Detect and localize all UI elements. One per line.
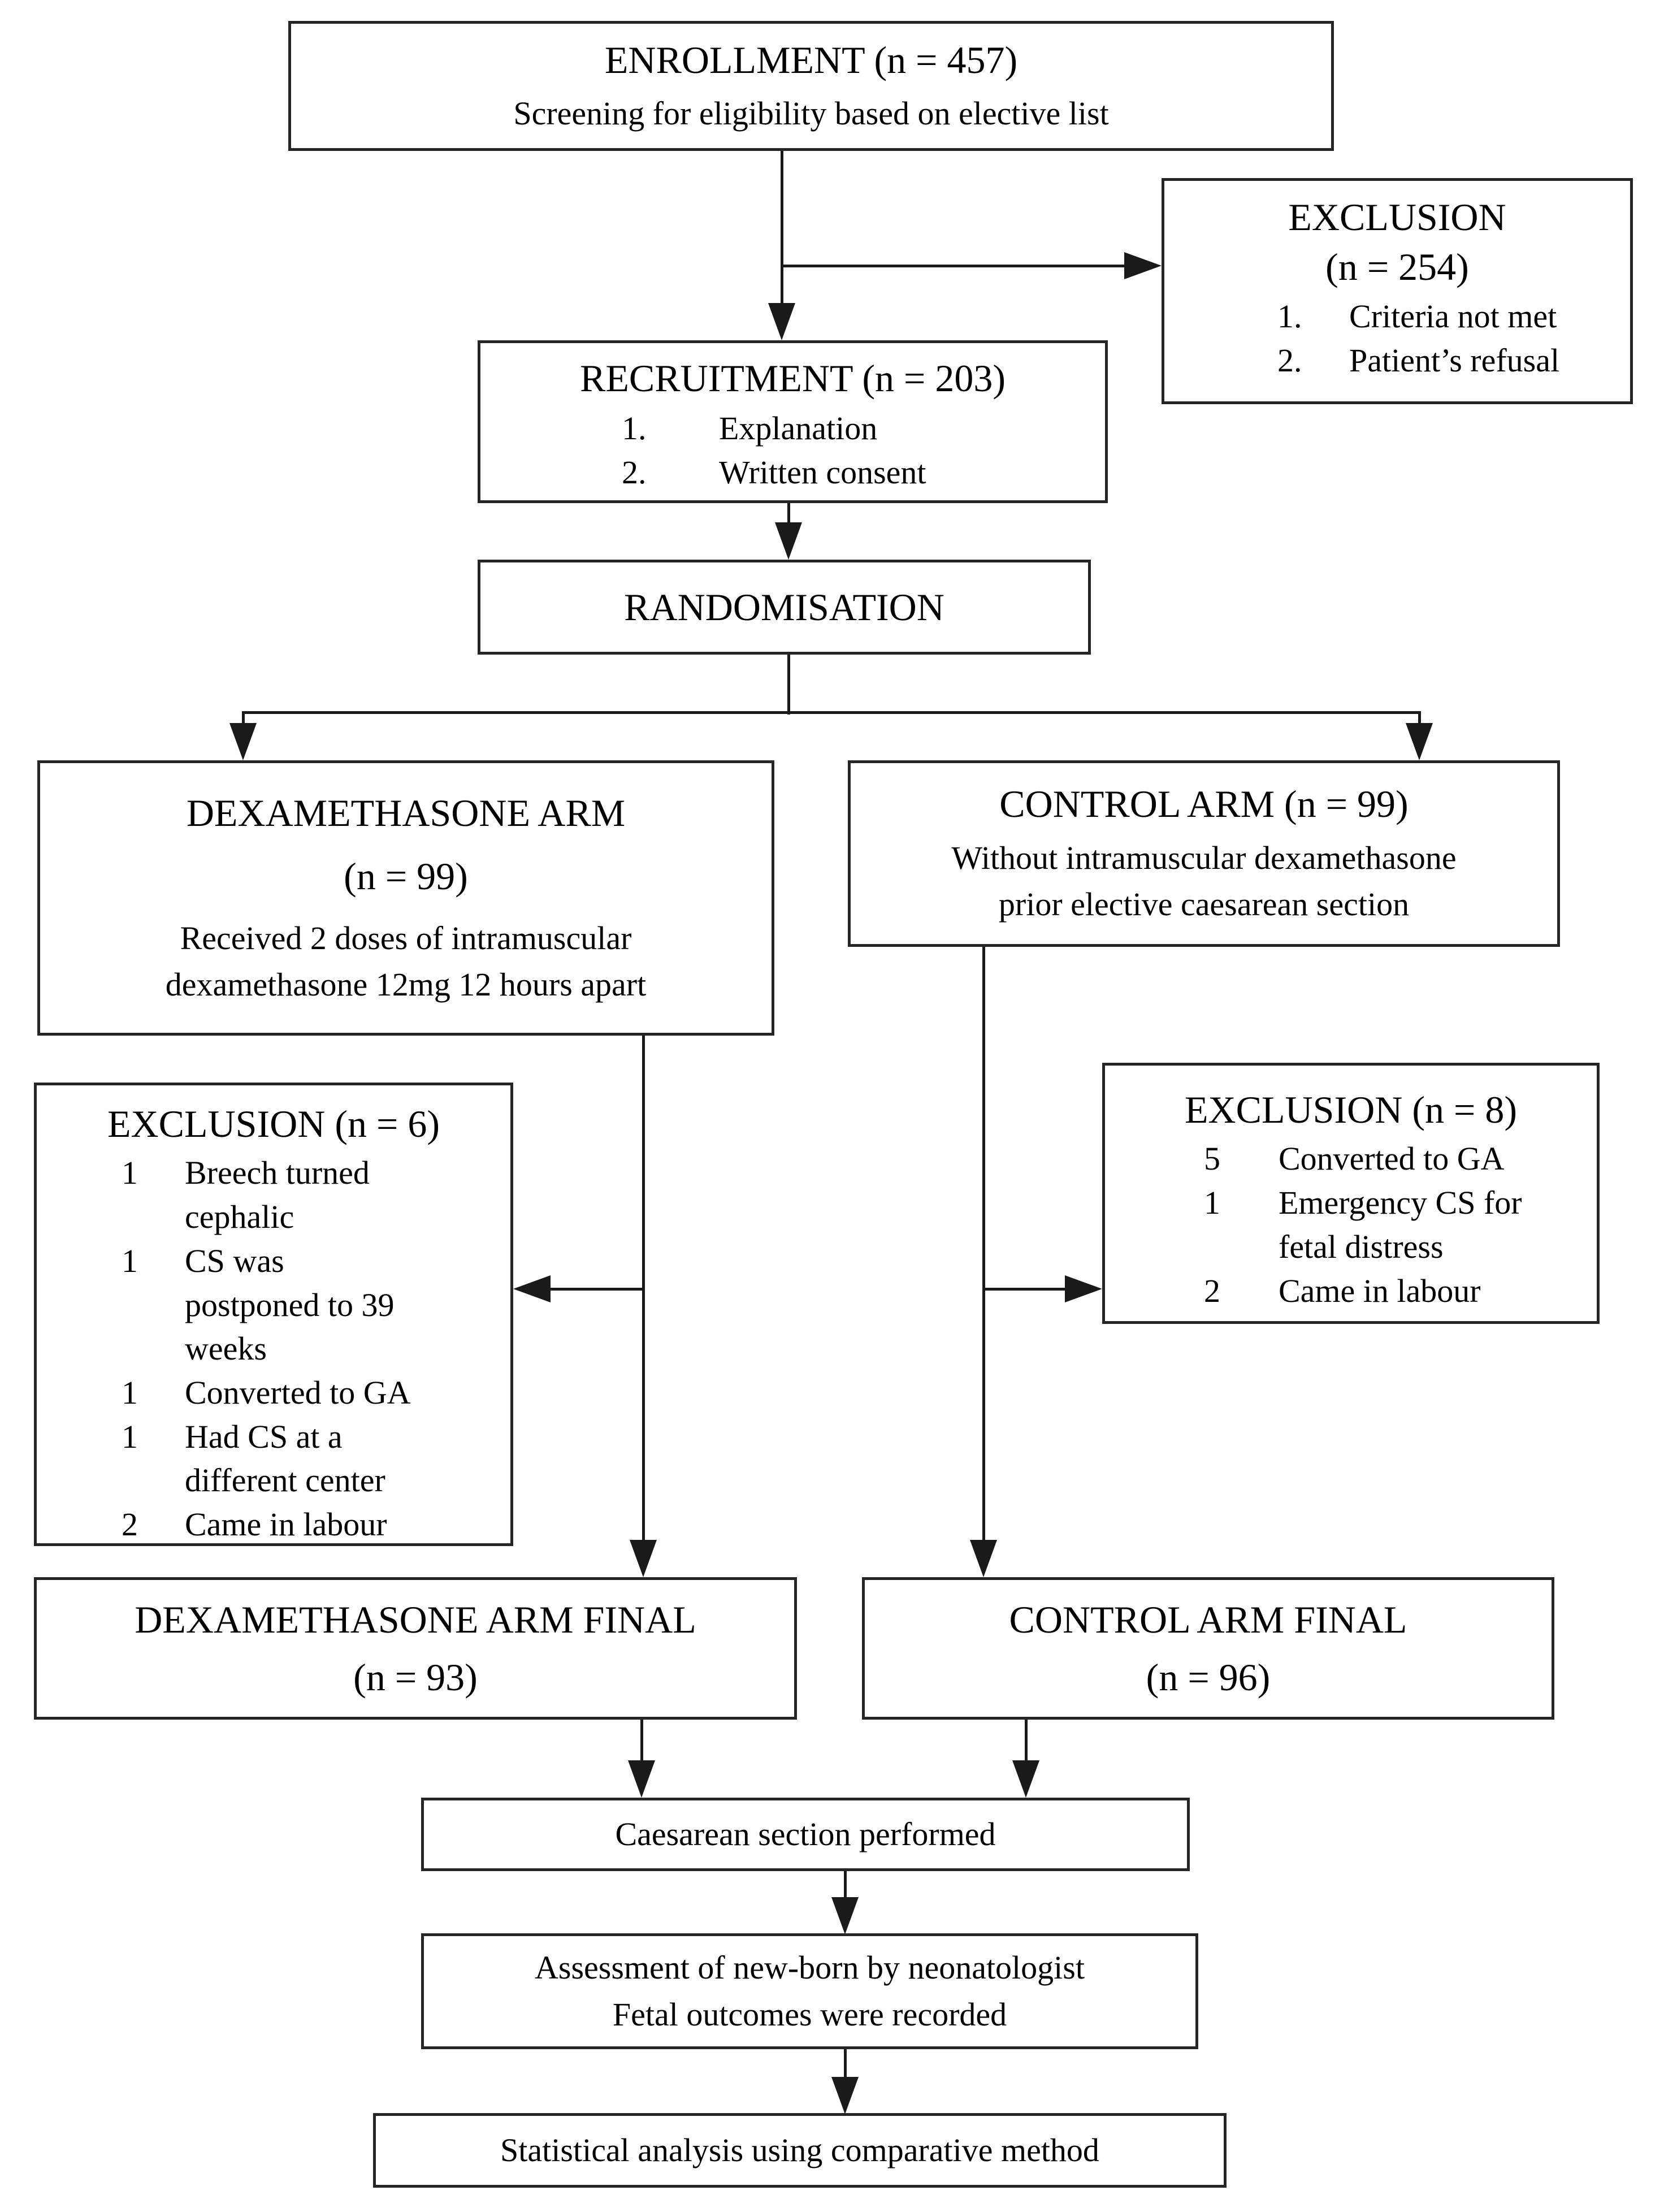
list-item-text: Patient’s refusal	[1349, 341, 1560, 379]
list-item-number: 1	[122, 1374, 138, 1411]
control-arm-box: CONTROL ARM (n = 99) Without intramuscul…	[848, 760, 1560, 947]
dexamethasone-final-count: (n = 93)	[353, 1656, 478, 1699]
dexamethasone-arm-box: DEXAMETHASONE ARM (n = 99) Received 2 do…	[37, 760, 774, 1036]
list-item-number: 1.	[1277, 297, 1302, 335]
list-item-text: Came in labour	[1279, 1272, 1481, 1309]
arrow-recruitment-to-randomisation-shaft	[787, 503, 790, 526]
list-item-number: 5	[1204, 1140, 1220, 1178]
recruitment-title: RECRUITMENT (n = 203)	[580, 357, 1006, 400]
exclusion-dexamethasone-title: EXCLUSION (n = 6)	[107, 1102, 440, 1145]
list-item-number: 2.	[622, 454, 647, 491]
arrow-dexamethasone-to-final-arrowhead	[630, 1540, 657, 1577]
control-arm-title: CONTROL ARM (n = 99)	[999, 782, 1409, 826]
exclusion-control-title: EXCLUSION (n = 8)	[1185, 1088, 1517, 1131]
recruitment-box: RECRUITMENT (n = 203) 1. Explanation 2. …	[478, 340, 1108, 503]
arrow-caesarean-to-assessment-shaft	[844, 1871, 847, 1899]
arrow-to-control-arm-shaft	[1418, 711, 1421, 727]
exclusion-dexamethasone-box: EXCLUSION (n = 6) 1 Breech turned cephal…	[34, 1083, 513, 1546]
arrow-control-final-to-caesarean-arrowhead	[1012, 1760, 1039, 1798]
caesarean-title: Caesarean section performed	[615, 1815, 996, 1852]
dexamethasone-arm-title: DEXAMETHASONE ARM	[186, 791, 626, 834]
randomisation-box: RANDOMISATION	[478, 560, 1091, 655]
exclusion-control-box: EXCLUSION (n = 8) 5 Converted to GA 1 Em…	[1102, 1063, 1600, 1324]
arrow-to-exclusion-screening-shaft	[781, 265, 1126, 267]
list-item-number: 1	[1204, 1184, 1220, 1222]
list-item-number: 2	[1204, 1272, 1220, 1309]
arrow-assessment-to-statistical-arrowhead	[831, 2077, 859, 2114]
randomisation-split-bar	[242, 711, 1421, 714]
enrollment-subtitle: Screening for eligibility based on elect…	[513, 95, 1109, 132]
list-item-number: 1.	[622, 410, 647, 447]
arrow-control-final-to-caesarean-shaft	[1025, 1720, 1028, 1764]
list-item-number: 2	[122, 1506, 138, 1543]
arrow-to-control-arm-arrowhead	[1406, 723, 1433, 760]
arrow-control-to-final-arrowhead	[970, 1540, 997, 1577]
list-item-text: Had CS at a different center	[185, 1418, 385, 1499]
assessment-box: Assessment of new-born by neonatologist …	[421, 1933, 1198, 2049]
arrow-assessment-to-statistical-shaft	[844, 2049, 847, 2080]
exclusion-control-list: 5 Converted to GA 1 Emergency CS for fet…	[1204, 1137, 1580, 1313]
list-item-text: Written consent	[719, 454, 926, 491]
statistical-title: Statistical analysis using comparative m…	[500, 2131, 1099, 2168]
list-item-text: CS was postponed to 39 weeks	[185, 1242, 395, 1367]
dexamethasone-final-title: DEXAMETHASONE ARM FINAL	[135, 1598, 696, 1641]
recruitment-list: 1. Explanation 2. Written consent	[622, 406, 1094, 494]
list-item-number: 1	[122, 1154, 138, 1192]
randomisation-title: RANDOMISATION	[624, 585, 944, 629]
arrow-to-dexamethasone-arm-arrowhead	[229, 723, 257, 760]
list-item-number: 1	[122, 1242, 138, 1279]
arrow-caesarean-to-assessment-arrowhead	[831, 1897, 859, 1934]
exclusion-screening-list: 1. Criteria not met 2. Patient’s refusal	[1277, 295, 1619, 382]
arrow-dexamethasone-final-to-caesarean-shaft	[640, 1720, 643, 1764]
arrow-to-exclusion-dexamethasone-arrowhead	[513, 1275, 551, 1302]
arrow-to-exclusion-control-arrowhead	[1065, 1275, 1102, 1302]
control-final-title: CONTROL ARM FINAL	[1009, 1598, 1407, 1641]
arrow-control-to-final-shaft	[982, 947, 985, 1543]
dexamethasone-arm-count: (n = 99)	[344, 855, 468, 898]
arrow-recruitment-to-randomisation-arrowhead	[775, 522, 802, 560]
control-final-box: CONTROL ARM FINAL (n = 96)	[862, 1577, 1554, 1720]
list-item-text: Came in labour	[185, 1506, 387, 1543]
enrollment-box: ENROLLMENT (n = 457) Screening for eligi…	[288, 21, 1334, 151]
control-final-count: (n = 96)	[1146, 1656, 1271, 1699]
exclusion-dexamethasone-list: 1 Breech turned cephalic 1 CS was postpo…	[122, 1151, 488, 1543]
exclusion-screening-count: (n = 254)	[1325, 245, 1469, 289]
enrollment-title: ENROLLMENT (n = 457)	[604, 38, 1018, 81]
list-item-text: Emergency CS for fetal distress	[1279, 1184, 1522, 1265]
statistical-box: Statistical analysis using comparative m…	[373, 2113, 1227, 2188]
list-item-text: Converted to GA	[1279, 1140, 1505, 1178]
list-item-number: 2.	[1277, 341, 1302, 379]
arrow-enrollment-to-recruitment-arrowhead	[768, 303, 795, 340]
list-item-text: Converted to GA	[185, 1374, 411, 1411]
arrow-dexamethasone-final-to-caesarean-arrowhead	[628, 1760, 655, 1798]
dexamethasone-final-box: DEXAMETHASONE ARM FINAL (n = 93)	[34, 1577, 797, 1720]
list-item-text: Breech turned cephalic	[185, 1154, 370, 1236]
arrow-to-exclusion-screening-arrowhead	[1124, 252, 1162, 279]
randomisation-split-stem	[787, 655, 790, 715]
caesarean-box: Caesarean section performed	[421, 1798, 1190, 1871]
assessment-text: Assessment of new-born by neonatologist …	[535, 1949, 1085, 2033]
exclusion-screening-title: EXCLUSION	[1288, 196, 1506, 239]
list-item-text: Explanation	[719, 410, 878, 447]
arrow-enrollment-to-recruitment-shaft	[781, 151, 783, 305]
arrow-to-exclusion-dexamethasone-shaft	[548, 1288, 644, 1291]
arrow-to-exclusion-control-shaft	[983, 1288, 1067, 1291]
exclusion-screening-box: EXCLUSION (n = 254) 1. Criteria not met …	[1162, 178, 1633, 404]
list-item-number: 1	[122, 1418, 138, 1455]
control-arm-description: Without intramuscular dexamethasone prio…	[951, 839, 1457, 923]
list-item-text: Criteria not met	[1349, 297, 1557, 335]
arrow-to-dexamethasone-arm-shaft	[242, 711, 245, 727]
dexamethasone-arm-description: Received 2 doses of intramuscular dexame…	[165, 919, 647, 1003]
